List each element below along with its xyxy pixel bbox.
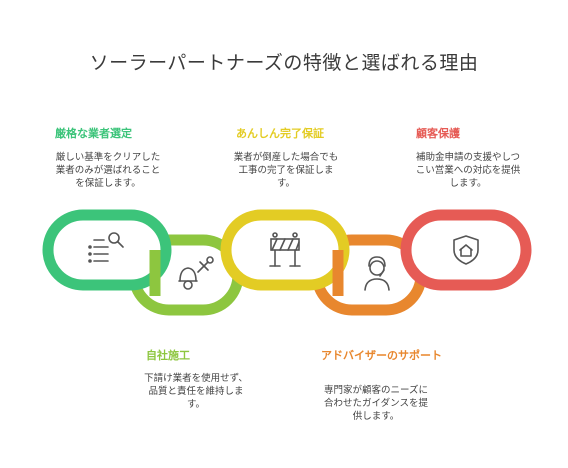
feature-1-description: 厳しい基準をクリアした 業者のみが選ばれること を保証します。 bbox=[55, 152, 161, 189]
shield-home-icon bbox=[453, 235, 479, 265]
feature-5-heading: 顧客保護 bbox=[416, 127, 460, 140]
chain-link-5 bbox=[400, 209, 532, 291]
feature-4-heading: アドバイザーのサポート bbox=[321, 349, 442, 362]
checklist-magnifier-icon bbox=[88, 232, 124, 263]
feature-2-description: 下請け業者を使用せず、 品質と責任を維持しま す。 bbox=[144, 373, 248, 410]
feature-2-heading: 自社施工 bbox=[146, 349, 190, 362]
feature-5-description: 補助金申請の支援やしつ こい営業への対応を提供 します。 bbox=[415, 152, 521, 189]
chain-link-1 bbox=[42, 209, 172, 291]
construction-barrier-icon bbox=[269, 232, 301, 267]
feature-3-description: 業者が倒産した場合でも 工事の完了を保証しま す。 bbox=[233, 152, 339, 189]
feature-3-heading: あんしん完了保証 bbox=[236, 127, 324, 140]
page-title: ソーラーパートナーズの特徴と選ばれる理由 bbox=[89, 52, 479, 74]
feature-4-description: 専門家が顧客のニーズに 合わせたガイダンスを提 供します。 bbox=[323, 385, 429, 422]
worker-tools-icon bbox=[178, 256, 214, 290]
feature-1-heading: 厳格な業者選定 bbox=[55, 127, 132, 140]
advisor-headset-icon bbox=[364, 256, 390, 291]
